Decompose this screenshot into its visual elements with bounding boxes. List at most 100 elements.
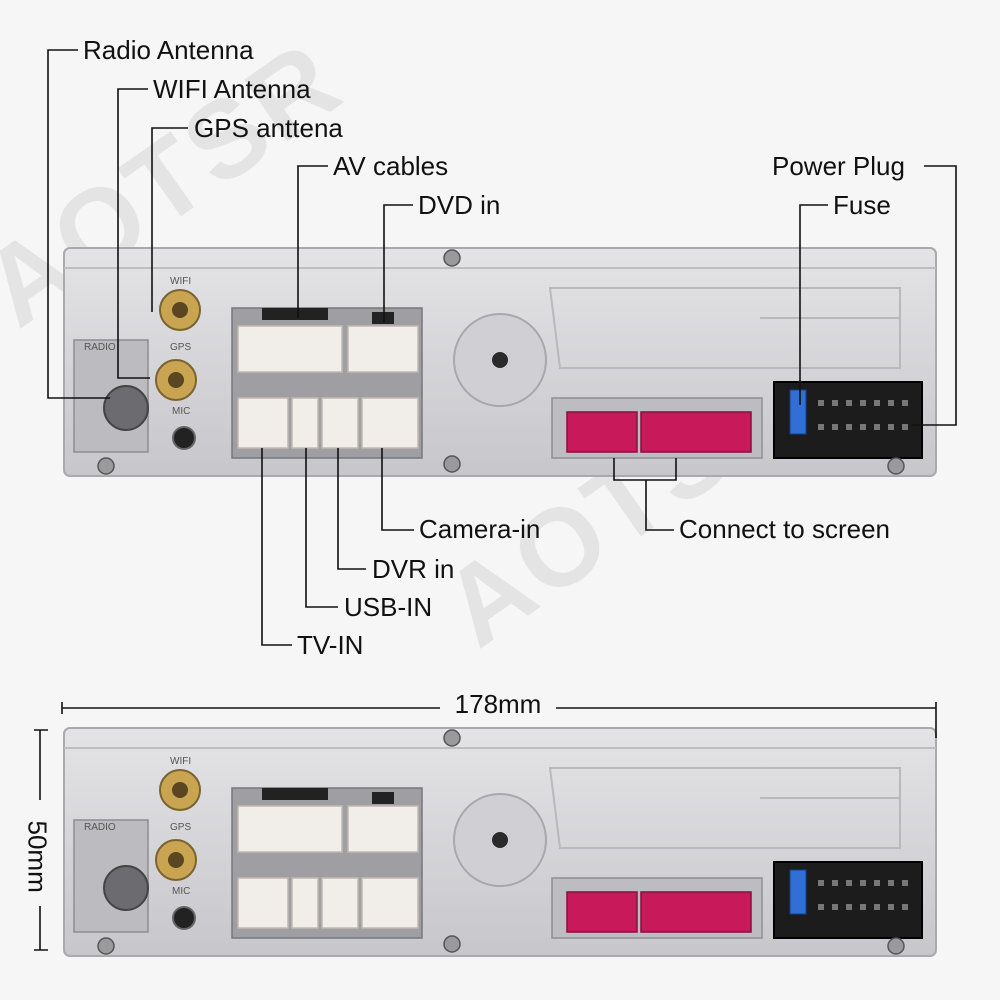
power-pin xyxy=(902,424,908,430)
white-connector xyxy=(237,397,289,449)
panel-text-wifi: WIFI xyxy=(170,276,191,287)
power-pin xyxy=(874,424,880,430)
power-pin xyxy=(902,880,908,886)
power-pin xyxy=(888,880,894,886)
panel-text-mic: MIC xyxy=(172,886,190,897)
screw xyxy=(443,455,461,473)
screen-connector-large xyxy=(640,891,752,933)
power-pin xyxy=(832,880,838,886)
power-pin xyxy=(902,400,908,406)
fuse xyxy=(789,389,807,435)
white-connector xyxy=(291,397,319,449)
callout-line xyxy=(47,49,110,399)
screw xyxy=(443,729,461,747)
label-camera-in: Camera-in xyxy=(419,514,541,544)
white-connector xyxy=(291,877,319,929)
panel-text-wifi: WIFI xyxy=(170,756,191,767)
label-power-plug: Power Plug xyxy=(772,151,905,181)
screen-connector-small xyxy=(566,411,638,453)
wifi-antenna-core xyxy=(172,302,188,318)
label-connect-to-screen: Connect to screen xyxy=(679,514,891,544)
white-connector xyxy=(237,325,343,373)
panel-embossing xyxy=(548,767,901,849)
callout-line xyxy=(261,448,292,646)
power-pin xyxy=(846,424,852,430)
white-connector xyxy=(347,325,419,373)
callout-line xyxy=(645,480,674,531)
panel-text-gps: GPS xyxy=(170,342,191,353)
screw xyxy=(443,249,461,267)
white-connector xyxy=(321,397,359,449)
screen-connector-small xyxy=(566,891,638,933)
callout-line xyxy=(383,204,413,322)
label-gps-antenna: GPS anttena xyxy=(194,113,343,143)
av-cable-tab xyxy=(262,788,328,800)
callout-line xyxy=(305,448,338,608)
power-pin xyxy=(902,904,908,910)
power-pin xyxy=(846,400,852,406)
wifi-antenna-core xyxy=(172,782,188,798)
callout-line xyxy=(337,448,366,570)
label-radio-antenna: Radio Antenna xyxy=(83,35,254,65)
dimension-width: 178mm xyxy=(448,689,548,719)
power-pin xyxy=(888,400,894,406)
power-pin xyxy=(888,424,894,430)
screw xyxy=(887,937,905,955)
dimension-height: 50mm xyxy=(21,820,53,893)
gps-antenna-core xyxy=(168,372,184,388)
mic-jack xyxy=(172,906,196,930)
panel-text-gps: GPS xyxy=(170,822,191,833)
radio-antenna-port xyxy=(103,865,149,911)
label-fuse: Fuse xyxy=(833,190,891,220)
label-dvd-in: DVD in xyxy=(418,190,501,220)
callout-line xyxy=(34,729,48,951)
panel-text-mic: MIC xyxy=(172,406,190,417)
panel-text-radio: RADIO xyxy=(84,822,116,833)
power-pin xyxy=(860,400,866,406)
callout-line xyxy=(613,458,677,481)
power-pin xyxy=(832,904,838,910)
callout-line xyxy=(799,204,828,405)
callout-line xyxy=(151,127,188,312)
screw xyxy=(97,457,115,475)
power-pin xyxy=(874,880,880,886)
radio-antenna-port xyxy=(103,385,149,431)
callout-line xyxy=(381,448,414,531)
white-connector xyxy=(237,805,343,853)
mount-hole xyxy=(492,352,508,368)
av-cable-tab xyxy=(262,308,328,320)
callout-line xyxy=(61,702,937,738)
power-pin xyxy=(818,424,824,430)
label-dvr-in: DVR in xyxy=(372,554,455,584)
callout-line xyxy=(297,165,328,318)
callout-line xyxy=(912,165,957,426)
panel-embossing xyxy=(548,287,901,369)
screw xyxy=(887,457,905,475)
callout-line xyxy=(117,88,150,379)
power-pin xyxy=(874,904,880,910)
label-usb-in: USB-IN xyxy=(344,592,433,622)
white-connector xyxy=(237,877,289,929)
power-pin xyxy=(888,904,894,910)
power-pin xyxy=(860,904,866,910)
dvd-in-tab xyxy=(372,792,394,804)
power-pin xyxy=(860,424,866,430)
label-tv-in: TV-IN xyxy=(297,630,364,660)
dvd-in-tab xyxy=(372,312,394,324)
power-pin xyxy=(874,400,880,406)
white-connector xyxy=(361,397,419,449)
power-pin xyxy=(846,880,852,886)
power-pin xyxy=(846,904,852,910)
power-pin xyxy=(818,400,824,406)
power-pin xyxy=(818,904,824,910)
screw xyxy=(97,937,115,955)
screen-connector-large xyxy=(640,411,752,453)
label-wifi-antenna: WIFI Antenna xyxy=(153,74,311,104)
panel-text-radio: RADIO xyxy=(84,342,116,353)
power-pin xyxy=(818,880,824,886)
fuse xyxy=(789,869,807,915)
mount-hole xyxy=(492,832,508,848)
white-connector xyxy=(361,877,419,929)
